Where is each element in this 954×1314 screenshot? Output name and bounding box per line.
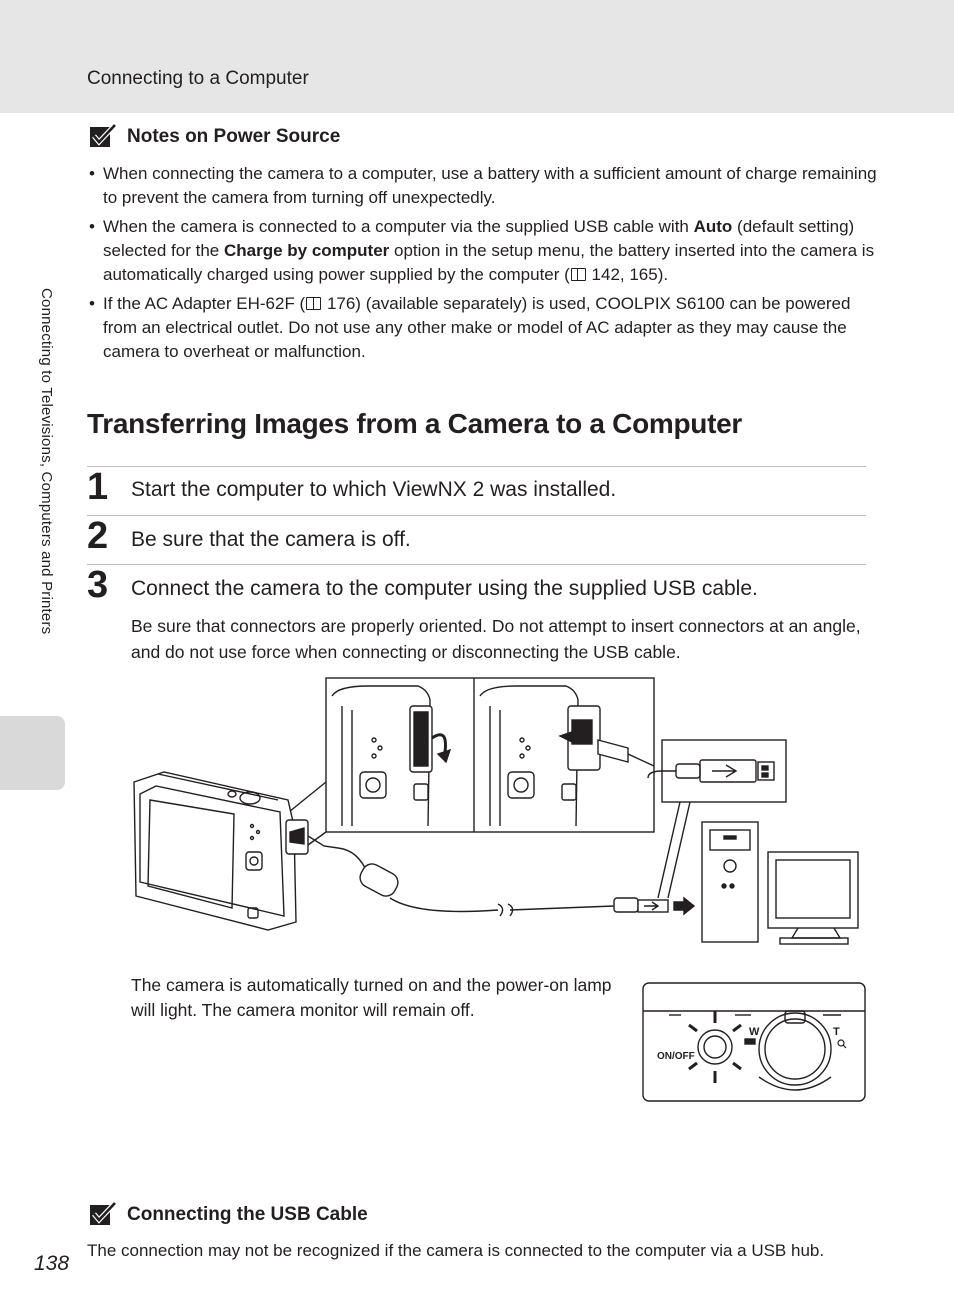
zoom-tele-label: T [833, 1026, 840, 1038]
notes-usb-text: The connection may not be recognized if … [87, 1241, 825, 1260]
bullet-text: When connecting the camera to a computer… [103, 164, 877, 207]
bullet-text: When the camera is connected to a comput… [103, 217, 694, 236]
page-header-title: Connecting to a Computer [87, 68, 309, 89]
step-divider [87, 515, 866, 516]
step-number: 2 [87, 515, 109, 557]
check-note-icon [90, 124, 117, 147]
bold-term-charge-by-computer: Charge by computer [223, 241, 390, 260]
usb-connection-diagram [133, 677, 859, 945]
magnifier-icon [837, 1039, 847, 1049]
bold-term-auto: Auto [693, 217, 733, 236]
step-divider [87, 564, 866, 565]
notes-power-item: When the camera is connected to a comput… [87, 215, 877, 287]
step-number: 1 [87, 466, 109, 508]
step-text: Be sure that the camera is off. [131, 528, 411, 551]
check-note-icon [90, 1202, 117, 1225]
notes-usb-heading: Connecting the USB Cable [89, 1202, 368, 1228]
power-on-note: The camera is automatically turned on an… [131, 975, 612, 1020]
power-on-lamp-figure: ON/OFF W T [642, 982, 866, 1102]
step-number: 3 [87, 564, 109, 606]
step-text: Start the computer to which ViewNX 2 was… [131, 478, 617, 501]
notes-power-title: Notes on Power Source [127, 126, 341, 147]
notes-power-item: When connecting the camera to a computer… [87, 162, 877, 210]
chapter-side-label: Connecting to Televisions, Computers and… [38, 288, 55, 635]
step-text: Connect the camera to the computer using… [131, 577, 758, 600]
step-body: Be sure that connectors are properly ori… [131, 616, 861, 662]
bullet-text: (default setting) selected for the [103, 217, 855, 260]
notes-power-item: If the AC Adapter EH-62F ( 176) (availab… [87, 292, 877, 364]
step-divider [87, 466, 866, 467]
reference-book-icon [306, 297, 322, 310]
notes-usb-title: Connecting the USB Cable [127, 1204, 368, 1225]
bullet-text: 142, 165). [586, 265, 669, 284]
bullet-text: option in the setup menu, the battery in… [103, 241, 875, 284]
page-number: 138 [34, 1252, 70, 1275]
zoom-wide-label: W [749, 1026, 760, 1038]
notes-power-list: When connecting the camera to a computer… [87, 162, 877, 369]
header-band [0, 0, 954, 113]
section-title: Transferring Images from a Camera to a C… [87, 408, 742, 439]
chapter-tab [0, 716, 65, 790]
bullet-text: 176) (available separately) is used, COO… [103, 294, 851, 361]
notes-power-heading: Notes on Power Source [89, 124, 340, 150]
bullet-text: If the AC Adapter EH-62F ( [103, 294, 306, 313]
reference-book-icon [570, 268, 586, 281]
onoff-label: ON/OFF [657, 1051, 695, 1062]
